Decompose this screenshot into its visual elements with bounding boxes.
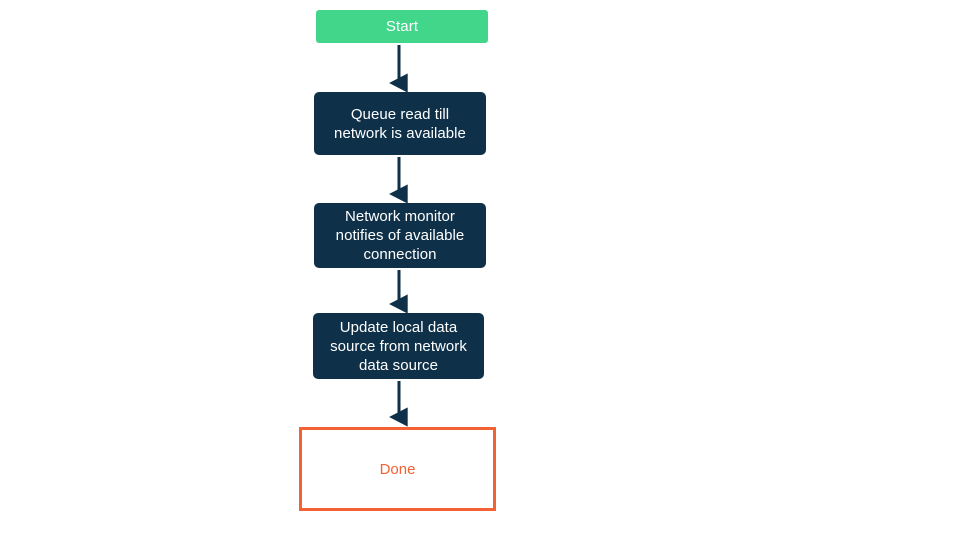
node-done[interactable]: Done <box>299 427 496 511</box>
node-update-local-data-source-label: Update local data source from network da… <box>330 318 467 374</box>
node-start[interactable]: Start <box>316 10 488 43</box>
node-start-label: Start <box>385 18 419 35</box>
node-network-monitor[interactable]: Network monitor notifies of available co… <box>314 203 486 268</box>
node-update-local-data-source[interactable]: Update local data source from network da… <box>313 313 484 379</box>
node-queue-read[interactable]: Queue read till network is available <box>314 92 486 155</box>
node-network-monitor-label: Network monitor notifies of available co… <box>335 208 465 263</box>
node-done-label: Done <box>379 460 416 478</box>
node-queue-read-label: Queue read till network is available <box>334 105 466 142</box>
